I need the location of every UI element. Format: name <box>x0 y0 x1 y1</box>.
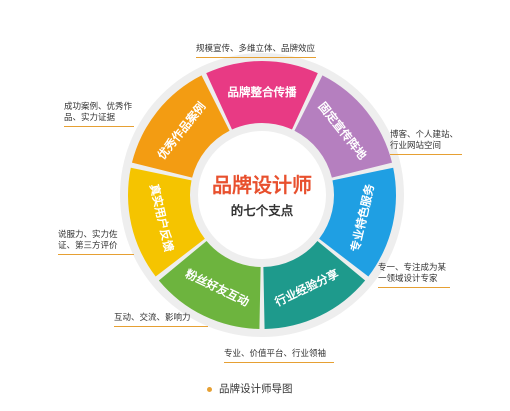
segment-5 <box>158 240 261 329</box>
caption-bullet <box>207 386 212 392</box>
segment-ring: 品牌整合传播固定宣传阵地专业特色服务行业经验分享粉丝好友互动真实用户反馈优秀作品… <box>128 60 396 329</box>
note-text: 专业、价值平台、行业领袖 <box>224 349 327 359</box>
center-subtitle: 的七个支点 <box>231 203 294 218</box>
segment-6 <box>128 167 205 277</box>
note-rule <box>58 254 134 255</box>
note-rule <box>390 154 462 155</box>
note-rule <box>378 287 450 288</box>
note-text: 博客、个人建站、行业网站空间 <box>390 130 459 151</box>
caption-text: 品牌设计师导图 <box>219 383 293 395</box>
segment-4 <box>263 240 366 329</box>
note-top: 规模宣传、多维立体、品牌效应 <box>196 44 316 58</box>
note-text: 成功案例、优秀作品、实力证据 <box>64 102 133 123</box>
note-left: 说服力、实力佐证、第三方评价 <box>58 230 134 255</box>
note-rule <box>64 126 134 127</box>
note-text: 规模宣传、多维立体、品牌效应 <box>196 44 316 54</box>
segment-label: 品牌整合传播 <box>228 85 297 99</box>
note-text: 说服力、实力佐证、第三方评价 <box>58 230 118 251</box>
note-text: 专一、专注成为某一领域设计专家 <box>378 263 447 284</box>
segment-7 <box>131 75 230 178</box>
caption: 品牌设计师导图 <box>207 381 293 396</box>
note-upper-left: 成功案例、优秀作品、实力证据 <box>64 102 134 127</box>
note-upper-right: 博客、个人建站、行业网站空间 <box>390 130 462 155</box>
center-disc <box>198 131 326 259</box>
segment-2 <box>294 75 393 178</box>
note-text: 互动、交流、影响力 <box>114 313 191 323</box>
center-title: 品牌设计师 <box>212 173 312 197</box>
note-lower-left: 互动、交流、影响力 <box>114 313 208 327</box>
note-bottom: 专业、价值平台、行业领袖 <box>224 349 334 363</box>
note-lower-right: 专一、专注成为某一领域设计专家 <box>378 263 450 288</box>
note-rule <box>224 362 334 363</box>
segment-3 <box>319 167 396 277</box>
note-rule <box>114 326 208 327</box>
segment-1 <box>206 60 318 130</box>
note-rule <box>196 57 316 58</box>
